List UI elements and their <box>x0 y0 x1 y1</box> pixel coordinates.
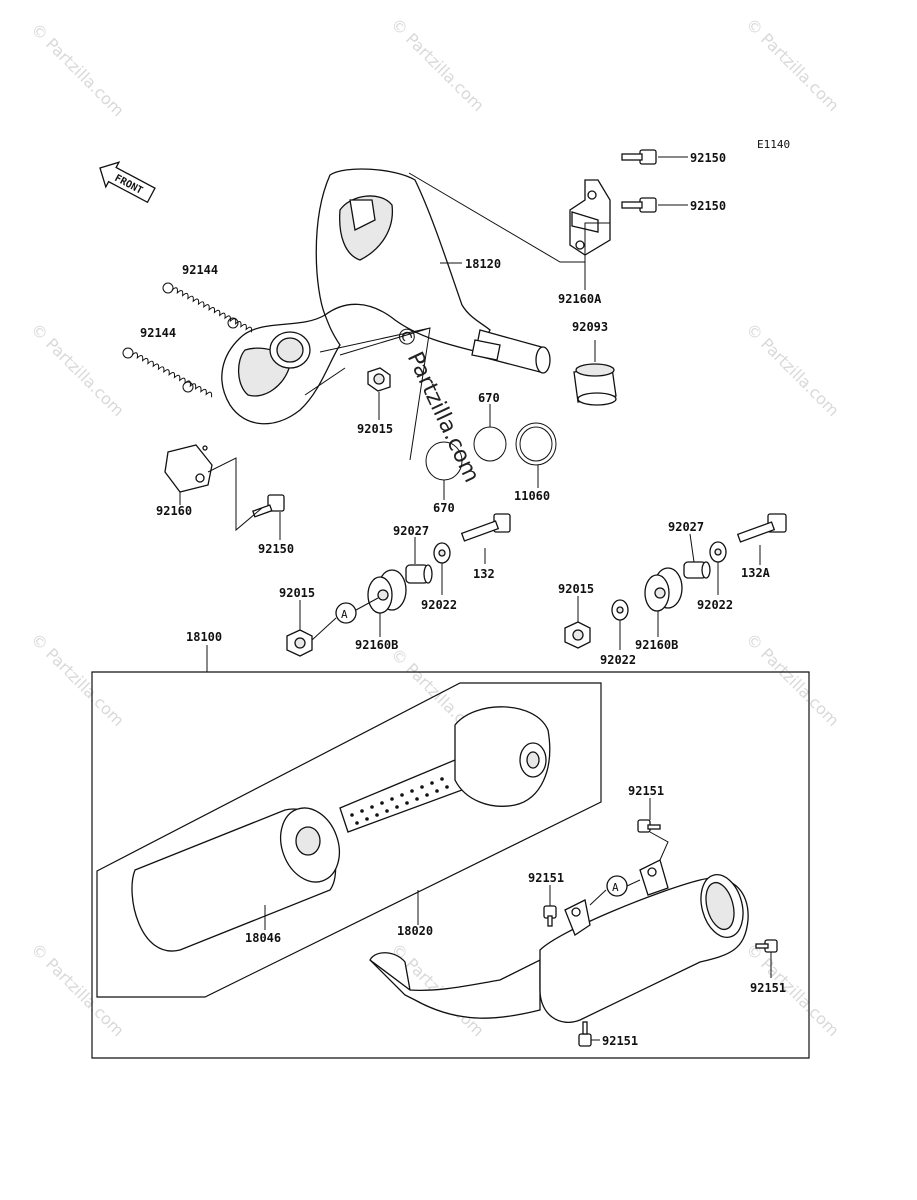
part-label: 92022 <box>697 598 733 612</box>
part-label: 18046 <box>245 931 281 945</box>
bolt-92150-bot <box>252 494 285 518</box>
part-label: 92027 <box>668 520 704 534</box>
bracket-92160 <box>164 444 213 493</box>
part-label: 18100 <box>186 630 222 644</box>
part-label: 92151 <box>528 871 564 885</box>
diagram-code: E1140 <box>757 138 790 151</box>
part-label: 18020 <box>397 924 433 938</box>
part-label: 92015 <box>357 422 393 436</box>
leader-lines <box>179 156 772 1041</box>
bolt-92151-c <box>755 939 778 953</box>
bolt-92151-b <box>543 905 557 927</box>
packing-18046 <box>131 807 340 952</box>
ref-marker-a-right: A <box>606 875 628 897</box>
part-label: 92160 <box>156 504 192 518</box>
washer-92022-c <box>611 599 629 621</box>
watermark: © Partzilla.com <box>27 939 128 1040</box>
part-label: 11060 <box>514 489 550 503</box>
collar-92093 <box>573 363 617 406</box>
part-label: 92151 <box>628 784 664 798</box>
bolt-92150-mid <box>621 197 657 213</box>
spring-92144-a <box>162 282 253 333</box>
perforated-pipe <box>339 759 463 833</box>
svg-text:A: A <box>612 881 619 894</box>
part-label: 132 <box>473 567 495 581</box>
part-label: 92022 <box>421 598 457 612</box>
part-label: 92150 <box>690 151 726 165</box>
bracket-92160A <box>569 179 611 256</box>
part-label: 92151 <box>602 1034 638 1048</box>
part-label: 18120 <box>465 257 501 271</box>
part-label: 132A <box>741 566 771 580</box>
part-label: 670 <box>478 391 500 405</box>
part-label: 670 <box>433 501 455 515</box>
bolt-132 <box>460 513 511 542</box>
part-label: 92160A <box>558 292 602 306</box>
end-cap <box>454 706 551 807</box>
lower-silencer <box>369 859 749 1023</box>
spring-92144-b <box>122 347 213 398</box>
part-label: 92022 <box>600 653 636 667</box>
front-arrow-icon: FRONT <box>99 161 156 204</box>
watermark: © Partzilla.com <box>742 319 843 420</box>
part-label: 92151 <box>750 981 786 995</box>
washer-92022-a <box>433 542 451 564</box>
bolt-132A <box>736 513 787 543</box>
inner-frame-18020 <box>96 682 602 998</box>
part-label: 92150 <box>258 542 294 556</box>
bolt-92150-top <box>621 149 657 165</box>
washer-92022-b <box>709 541 727 563</box>
nut-92015-b <box>286 629 313 657</box>
part-label: 92027 <box>393 524 429 538</box>
watermark: © Partzilla.com <box>27 629 128 730</box>
bolt-92151-d <box>578 1021 592 1047</box>
ref-marker-a-left: A <box>335 602 357 624</box>
watermark: © Partzilla.com <box>387 14 488 115</box>
grommet-92160B-b <box>644 567 683 612</box>
svg-text:A: A <box>341 608 348 621</box>
part-label: 92144 <box>140 326 176 340</box>
part-label: 92015 <box>558 582 594 596</box>
nut-92015-a <box>367 367 391 392</box>
part-label: 92015 <box>279 586 315 600</box>
part-label: 92150 <box>690 199 726 213</box>
watermark: © Partzilla.com <box>742 629 843 730</box>
gasket-670-a <box>473 426 507 462</box>
watermark: © Partzilla.com <box>27 319 128 420</box>
part-labels: 92150 92150 18120 92160A 92144 92144 920… <box>140 151 786 1048</box>
part-label: 92160B <box>635 638 678 652</box>
nut-92015-c <box>564 621 591 649</box>
watermark: © Partzilla.com <box>742 14 843 115</box>
part-label: 92144 <box>182 263 218 277</box>
part-label: 92093 <box>572 320 608 334</box>
grommet-92160B-a <box>367 569 407 614</box>
assembly-frame-18100 <box>91 671 810 1059</box>
gasket-11060 <box>515 422 557 466</box>
watermark: © Partzilla.com <box>27 19 128 120</box>
silencer-18120 <box>221 168 551 425</box>
part-label: 92160B <box>355 638 398 652</box>
collar-92027-b <box>683 561 711 579</box>
collar-92027-a <box>405 564 433 584</box>
bolt-92151-a <box>637 819 661 833</box>
